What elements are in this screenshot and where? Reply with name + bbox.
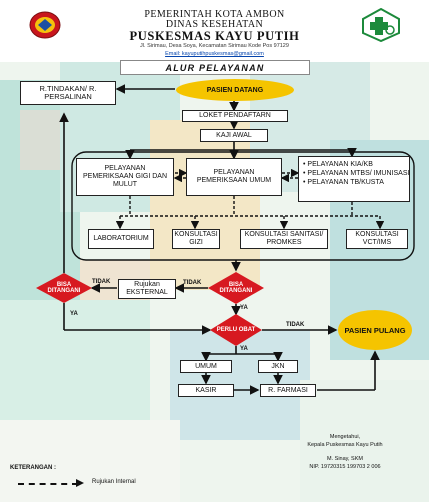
header-email-link[interactable]: Email: kayuputihpuskesmas@gmail.com bbox=[165, 51, 264, 57]
decision-bisa-2: BISA DITANGANI bbox=[219, 282, 253, 294]
node-konsultasi-gizi: KONSULTASI GIZI bbox=[172, 229, 220, 249]
node-tindakan: R.TINDAKAN/ R. PERSALINAN bbox=[20, 81, 116, 105]
health-cross-logo-icon bbox=[362, 8, 400, 42]
header-line-2: DINAS KESEHATAN bbox=[165, 19, 264, 30]
label-tidak-1: TIDAK bbox=[92, 279, 111, 285]
label-ya-3: YA bbox=[240, 346, 248, 352]
label-ya-1: YA bbox=[70, 311, 78, 317]
decision-diamond-3 bbox=[210, 314, 262, 346]
legend-dashed-line bbox=[18, 483, 78, 485]
node-farmasi: R. FARMASI bbox=[260, 384, 316, 397]
decision-perlu-obat: PERLU OBAT bbox=[216, 327, 256, 333]
label-ya-2: YA bbox=[240, 305, 248, 311]
node-tb: • PELAYANAN TB/KUSTA bbox=[303, 179, 384, 186]
signature-line-2: Kepala Puskesmas Kayu Putih bbox=[307, 442, 383, 448]
decision-diamond-2 bbox=[208, 272, 264, 304]
decision-diamond-1 bbox=[36, 273, 92, 303]
node-kaji-awal: KAJI AWAL bbox=[200, 129, 268, 142]
node-kasir: KASIR bbox=[178, 384, 234, 397]
node-pasien-datang: PASIEN DATANG bbox=[176, 79, 294, 101]
node-pasien-pulang: PASIEN PULANG bbox=[338, 310, 412, 350]
node-mtbs: • PELAYANAN MTBS/ IMUNISASI bbox=[303, 170, 410, 177]
node-gigi: PELAYANAN PEMERIKSAAN GIGI DAN MULUT bbox=[76, 158, 174, 196]
diagram-title: ALUR PELAYANAN bbox=[120, 60, 310, 75]
node-loket: LOKET PENDAFTARN bbox=[182, 110, 288, 122]
node-b-umum: UMUM bbox=[180, 360, 232, 373]
legend-heading: KETERANGAN : bbox=[10, 465, 56, 471]
node-konsultasi-vct: KONSULTASI VCT/IMS bbox=[346, 229, 408, 249]
node-lab: LABORATORIUM bbox=[88, 229, 154, 249]
signature-nip: NIP. 19720315 199703 2 006 bbox=[309, 464, 381, 470]
label-tidak-2: TIDAK bbox=[183, 280, 202, 286]
signature-line-1: Mengetahui, bbox=[329, 434, 361, 440]
node-rujukan-eksternal: Rujukan EKSTERNAL bbox=[118, 279, 176, 299]
legend-item: Rujukan Internal bbox=[92, 479, 136, 485]
letterhead bbox=[0, 0, 429, 62]
node-kia: • PELAYANAN KIA/KB bbox=[303, 161, 373, 168]
header-line-1: PEMERINTAH KOTA AMBON bbox=[144, 9, 285, 20]
legend-arrow-icon bbox=[76, 479, 84, 487]
node-jkn: JKN bbox=[258, 360, 298, 373]
node-konsultasi-sanitasi: KONSULTASI SANITASI/ PROMKES bbox=[240, 229, 328, 249]
node-kia-group: • PELAYANAN KIA/KB • PELAYANAN MTBS/ IMU… bbox=[298, 156, 410, 202]
header-line-3: PUSKESMAS KAYU PUTIH bbox=[129, 29, 300, 43]
city-emblem-icon bbox=[29, 11, 61, 39]
label-tidak-3: TIDAK bbox=[286, 322, 305, 328]
node-umum: PELAYANAN PEMERIKSAAN UMUM bbox=[186, 158, 282, 196]
decision-bisa-1: BISA DITANGANI bbox=[47, 282, 81, 294]
signature-name: M. Sinay, SKM bbox=[327, 456, 363, 462]
header-address: Jl. Sirimau, Desa Soya, Kecamatan Sirima… bbox=[140, 43, 289, 49]
